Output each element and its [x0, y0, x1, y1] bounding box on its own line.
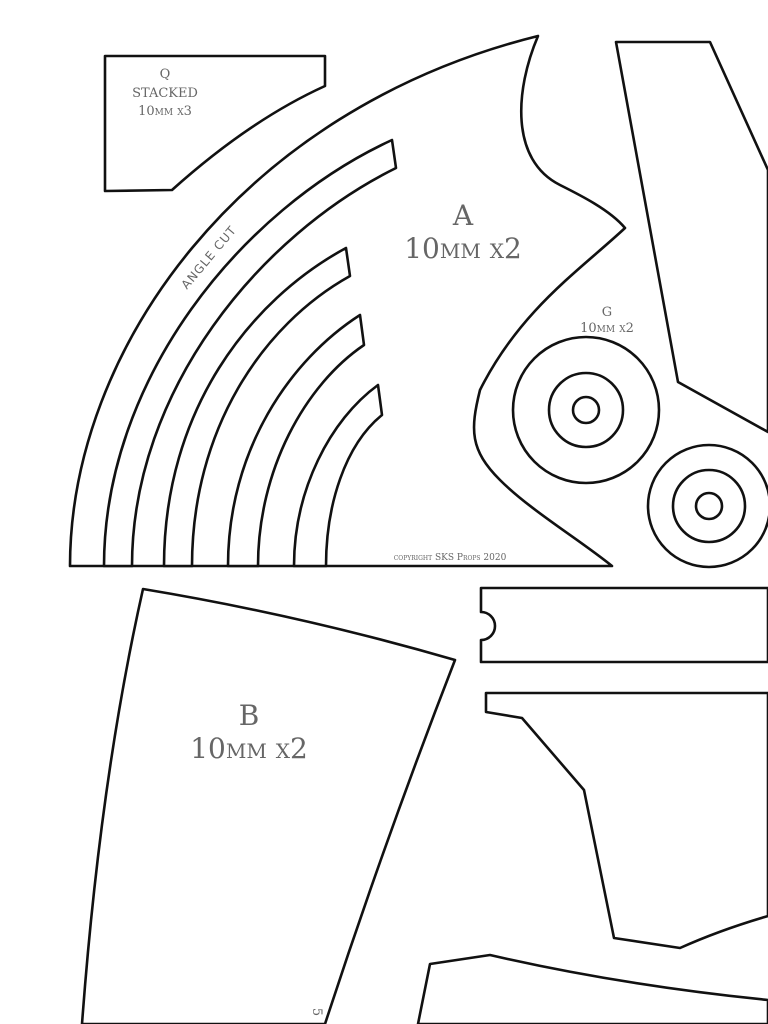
piece-g: G 10mm x2 — [511, 305, 661, 485]
piece-b-outline — [80, 587, 457, 1024]
piece-strip — [479, 586, 768, 664]
piece-right-lower-outline — [484, 691, 768, 950]
piece-g-ring-2-hole — [694, 491, 724, 521]
piece-g-letter: G — [602, 305, 612, 320]
piece-a-slot-1 — [102, 138, 398, 568]
piece-g-spec: 10mm x2 — [580, 321, 634, 336]
piece-b-spec: 10mm x2 — [190, 732, 308, 765]
piece-right-upper-outline — [614, 40, 768, 434]
piece-b: B 10mm x2 5 — [80, 587, 457, 1024]
piece-bottom — [416, 953, 768, 1024]
piece-b-edge-mark: 5 — [309, 1008, 324, 1016]
piece-g-ring-1-hole — [571, 395, 601, 425]
piece-a-spec: 10mm x2 — [404, 232, 522, 265]
piece-a-letter: A — [452, 199, 474, 232]
piece-bottom-outline — [416, 953, 768, 1024]
copyright-notice: copyright SKS Props 2020 — [394, 553, 507, 563]
piece-q-line1: STACKED — [132, 86, 198, 101]
piece-b-letter: B — [239, 699, 260, 732]
piece-strip-outline — [479, 586, 768, 664]
piece-a: A 10mm x2 ANGLE CUT copyright SKS Props … — [68, 34, 627, 568]
piece-q: Q STACKED 10mm x3 — [103, 54, 327, 193]
piece-right-lower — [484, 691, 768, 950]
piece-q-letter: Q — [160, 67, 171, 82]
piece-q-line2: 10mm x3 — [138, 104, 192, 119]
piece-a-slot-2 — [162, 246, 352, 568]
piece-q-outline — [103, 54, 327, 193]
piece-a-slot-4 — [292, 383, 384, 568]
piece-right-upper — [614, 40, 768, 569]
piece-a-slot-3 — [226, 313, 366, 568]
